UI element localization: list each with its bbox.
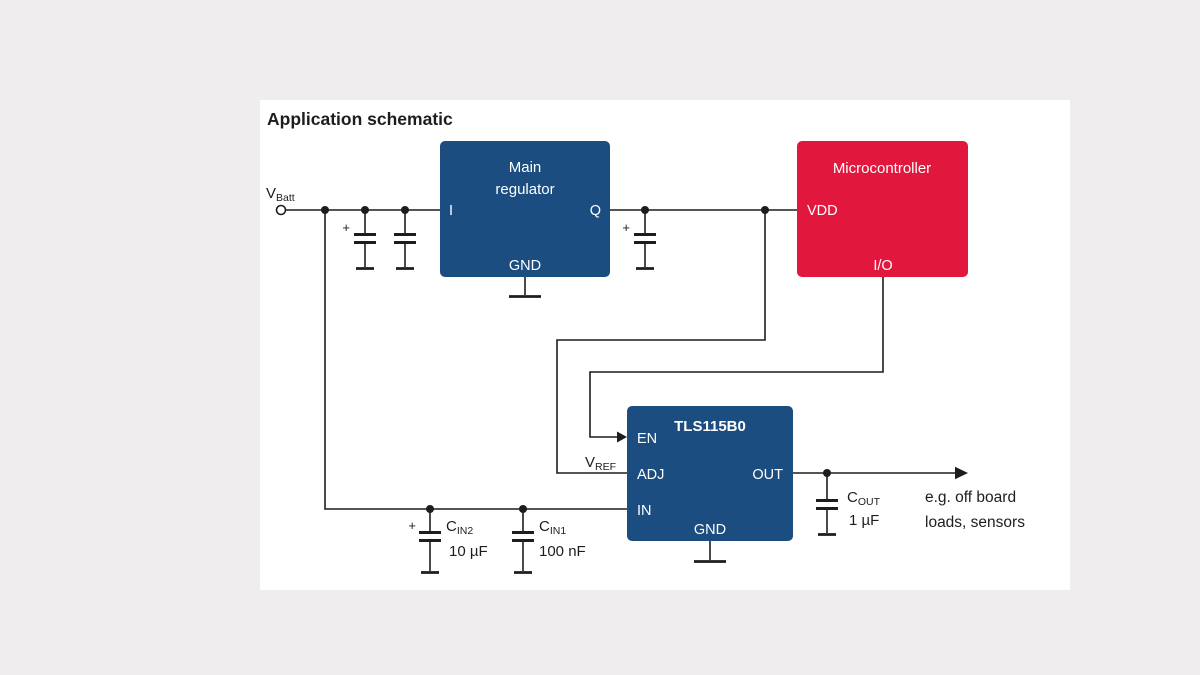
pin-main-regulator-output: Q	[590, 203, 601, 219]
vref-label: VREF	[585, 454, 616, 473]
polarity-plus: +	[342, 220, 350, 235]
polarity-plus: +	[408, 518, 416, 533]
main-regulator-label-line2: regulator	[495, 181, 554, 198]
pin-tls115b0-out: OUT	[752, 467, 783, 483]
cin1-value: 100 nF	[539, 543, 586, 560]
page-title: Application schematic	[267, 109, 453, 129]
en-arrowhead-icon	[617, 431, 627, 443]
pin-main-regulator-ground: GND	[509, 258, 541, 274]
vref-label-base: V	[585, 454, 595, 471]
cin1-label-sub: IN1	[550, 525, 567, 537]
cin2-value: 10 µF	[449, 543, 488, 560]
block-tls115b0	[627, 406, 793, 541]
vref-label-sub: REF	[595, 461, 616, 473]
pin-tls115b0-ground: GND	[694, 522, 726, 538]
cin2-label: CIN2	[446, 518, 473, 537]
capacitor-input-filter	[512, 509, 534, 574]
block-microcontroller	[797, 141, 968, 277]
capacitor-output	[816, 473, 838, 536]
block-main-regulator	[440, 141, 610, 277]
vbatt-label-sub: Batt	[276, 192, 295, 204]
capacitor-vbatt-bulk: +	[342, 210, 376, 270]
pin-microcontroller-io: I/O	[873, 258, 892, 274]
vbatt-label: VBatt	[266, 185, 295, 204]
capacitor-post-regulator: +	[622, 210, 656, 270]
cin2-label-base: C	[446, 518, 457, 535]
cout-value: 1 µF	[849, 512, 879, 529]
polarity-plus: +	[622, 220, 630, 235]
cout-label-base: C	[847, 489, 858, 506]
ground-symbol-tls115b0	[694, 541, 726, 563]
microcontroller-label: Microcontroller	[833, 160, 931, 177]
wire-io-to-en	[589, 277, 884, 438]
junction-dot	[761, 206, 769, 214]
tls115b0-label: TLS115B0	[674, 418, 746, 435]
capacitor-input-bulk: +	[408, 509, 441, 574]
output-note-line1: e.g. off board	[925, 489, 1016, 506]
vbatt-terminal	[275, 204, 287, 216]
cin1-label: CIN1	[539, 518, 566, 537]
pin-microcontroller-vdd: VDD	[807, 203, 838, 219]
vbatt-label-base: V	[266, 185, 276, 202]
cin1-label-base: C	[539, 518, 550, 535]
junction-dot	[321, 206, 329, 214]
pin-tls115b0-adj: ADJ	[637, 467, 664, 483]
wire-vdd-to-adj	[556, 210, 766, 474]
output-arrowhead-icon	[955, 466, 968, 480]
cout-label-sub: OUT	[858, 496, 881, 508]
ground-symbol-main-regulator	[509, 277, 541, 298]
cin2-label-sub: IN2	[457, 525, 474, 537]
capacitor-vbatt-filter	[394, 210, 416, 270]
pin-tls115b0-en: EN	[637, 431, 657, 447]
pin-tls115b0-in: IN	[637, 503, 652, 519]
cout-label: COUT	[847, 489, 881, 508]
pin-main-regulator-input: I	[449, 203, 453, 219]
output-note-line2: loads, sensors	[925, 514, 1025, 531]
main-regulator-label-line1: Main	[509, 159, 542, 176]
